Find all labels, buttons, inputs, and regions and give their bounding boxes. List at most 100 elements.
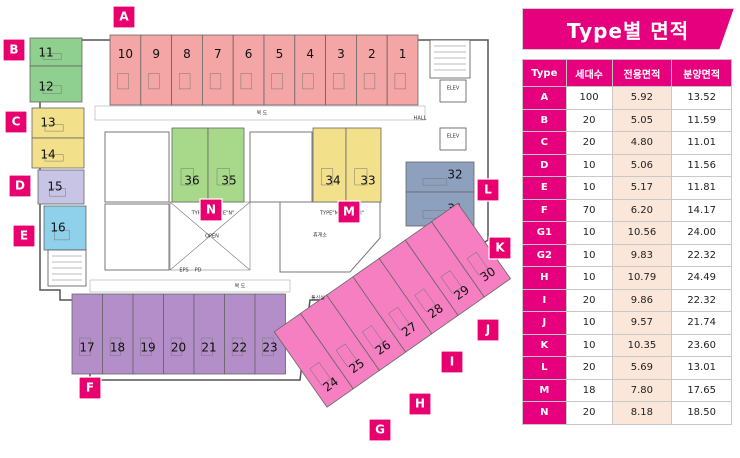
- exclusive-area-cell: 5.69: [611, 356, 673, 380]
- tag-letter: G: [375, 423, 385, 437]
- bathroom-outline: [44, 154, 64, 162]
- unit-22: 22: [224, 293, 256, 375]
- type-tag-i: I: [440, 350, 464, 374]
- header-units: 세대수: [565, 59, 613, 87]
- unit-number: 18: [110, 341, 125, 355]
- exclusive-area-cell: 10.79: [611, 266, 673, 290]
- bathroom-outline: [240, 73, 252, 90]
- bathroom-outline: [209, 73, 222, 90]
- tag-letter: M: [343, 205, 355, 219]
- units-cell: 20: [565, 131, 613, 155]
- unit-room: [31, 137, 85, 169]
- unit-19: 19: [132, 293, 164, 375]
- unit-number: 12: [38, 80, 53, 94]
- units-cell: 20: [565, 401, 613, 425]
- exclusive-area-cell: 9.83: [611, 243, 673, 267]
- sale-area-cell: 22.32: [671, 288, 732, 312]
- bathroom-outline: [49, 188, 66, 197]
- unit-room: [171, 34, 203, 106]
- bathroom-outline: [388, 306, 410, 331]
- unit-number: 22: [232, 341, 247, 355]
- units-cell: 10: [565, 266, 613, 290]
- units-cell: 20: [565, 288, 613, 312]
- units-cell: 10: [565, 311, 613, 335]
- pd-label: PD: [195, 268, 202, 274]
- bottom-corridor: [89, 279, 291, 293]
- sale-area-cell: 22.32: [671, 243, 732, 267]
- unit-room: [386, 34, 419, 106]
- table-header-row: Type 세대수 전용면적 분양면적: [522, 59, 732, 87]
- type-cell: L: [522, 356, 567, 380]
- bathroom-outline: [361, 325, 384, 349]
- stair-label: 통신실: [311, 295, 325, 302]
- units-cell: 10: [565, 333, 613, 357]
- tag-letter: H: [415, 397, 425, 411]
- type-cell: G2: [522, 243, 567, 267]
- unit-34: 34: [312, 127, 347, 203]
- units-cell: 70: [565, 198, 613, 222]
- exclusive-area-cell: 10.56: [611, 221, 673, 245]
- unit-number: 13: [40, 116, 55, 130]
- type-tag-j: J: [476, 318, 500, 342]
- type-cell: C: [522, 131, 567, 155]
- unit-room: [345, 127, 382, 203]
- sale-area-cell: 13.01: [671, 356, 732, 380]
- unit-6: 6: [232, 34, 265, 106]
- unit-13: 13: [31, 107, 85, 139]
- unit-12: 12: [29, 65, 83, 103]
- top-corridor: [94, 105, 426, 121]
- unit-number: 1: [399, 47, 407, 61]
- unit-number: 4: [306, 47, 314, 61]
- header-type: Type: [522, 59, 567, 87]
- bathroom-outline: [201, 337, 213, 356]
- open-label: OPEN: [205, 234, 219, 240]
- unit-27: 27: [352, 257, 433, 353]
- tag-letter: E: [20, 229, 28, 243]
- type-tag-n: N: [199, 198, 223, 222]
- bathroom-outline: [440, 270, 463, 294]
- stair-core-left: [47, 249, 87, 287]
- type-tag-m: M: [337, 200, 361, 224]
- units-cell: 10: [565, 153, 613, 177]
- bathroom-outline: [414, 288, 436, 313]
- tag-letter: C: [12, 115, 21, 129]
- sale-area-cell: 11.59: [671, 108, 732, 132]
- bathroom-outline: [42, 85, 62, 94]
- bathroom-outline: [309, 361, 331, 386]
- tag-box: [12, 224, 36, 248]
- tag-box: [112, 5, 136, 29]
- unit-number: 8: [183, 47, 191, 61]
- unit-room: [263, 34, 296, 106]
- exclusive-area-cell: 5.92: [611, 86, 673, 110]
- bathroom-outline: [466, 251, 489, 276]
- unit-room: [163, 293, 195, 375]
- type-cell: D: [522, 153, 567, 177]
- type-e-units: 16: [43, 205, 87, 251]
- unit-36: 36: [171, 127, 209, 203]
- unit-20: 20: [163, 293, 195, 375]
- unit-room: [193, 293, 225, 375]
- unit-11: 11: [29, 37, 83, 67]
- bathroom-outline: [79, 337, 91, 356]
- unit-number: 6: [245, 47, 253, 61]
- type-tag-f: F: [78, 376, 102, 400]
- exclusive-area-cell: 5.06: [611, 153, 673, 177]
- exclusive-area-cell: 8.18: [611, 401, 673, 425]
- type-tag-b: B: [2, 38, 26, 62]
- unit-room: [29, 65, 83, 103]
- bathroom-outline: [140, 337, 152, 356]
- sale-area-cell: 14.17: [671, 198, 732, 222]
- unit-room: [224, 293, 256, 375]
- exclusive-area-cell: 10.35: [611, 333, 673, 357]
